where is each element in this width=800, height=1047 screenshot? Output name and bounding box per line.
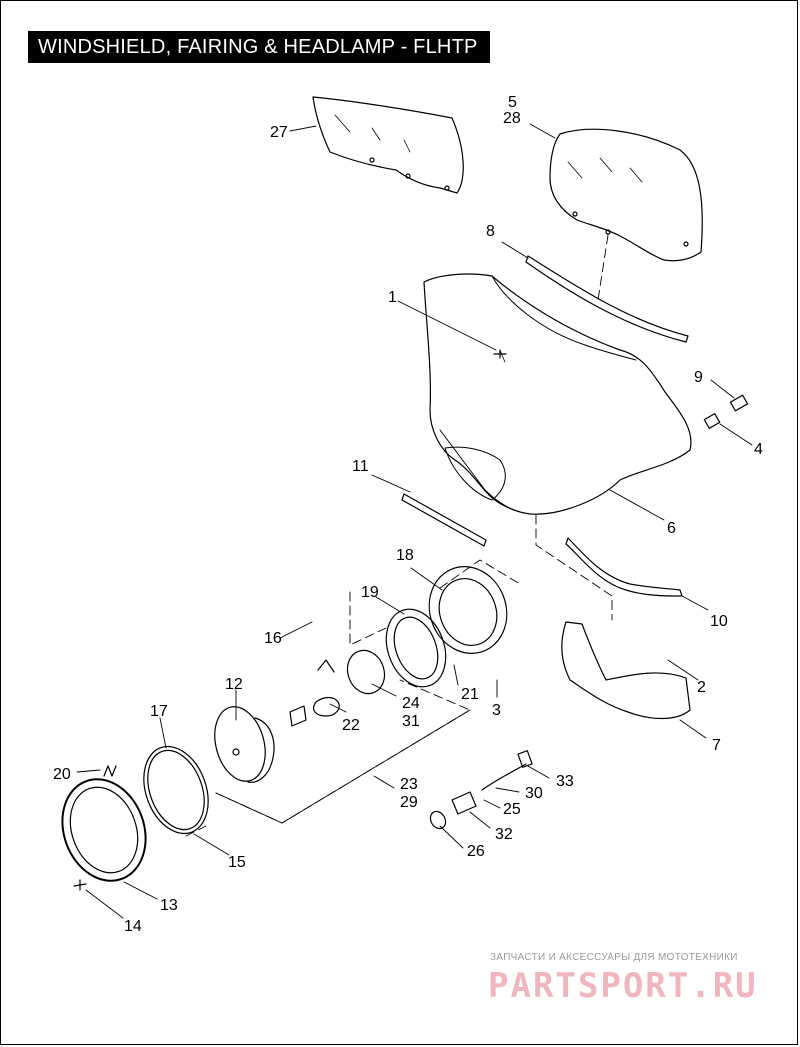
callout-11: 11: [352, 458, 369, 475]
sealed-beam: [214, 706, 275, 783]
bulb-housing: [346, 649, 386, 695]
nut-4: [703, 413, 721, 429]
mounting-ring: [385, 608, 447, 688]
callout-29: 29: [400, 794, 418, 811]
callout-6: 6: [667, 520, 676, 537]
callout-25: 25: [503, 801, 521, 818]
callout-3: 3: [492, 702, 501, 719]
fairing-cap: [561, 621, 691, 720]
callout-7: 7: [712, 737, 721, 754]
callout-16: 16: [264, 630, 282, 647]
fairing: [423, 273, 692, 515]
callout-24: 24: [402, 695, 420, 712]
bulb: [289, 659, 340, 727]
callout-14: 14: [124, 918, 142, 935]
callout-2: 2: [697, 679, 706, 696]
callout-10: 10: [710, 613, 728, 630]
leader-lines: [76, 123, 753, 919]
callout-31: 31: [402, 713, 420, 730]
grille-strip: [401, 493, 487, 547]
callout-13: 13: [160, 897, 178, 914]
callout-9: 9: [694, 369, 703, 386]
screw-14: [73, 879, 87, 891]
callout-22: 22: [342, 717, 360, 734]
callout-33: 33: [556, 773, 574, 790]
windshield-small: [312, 96, 464, 194]
callout-18: 18: [396, 547, 414, 564]
clip-20: [103, 765, 117, 777]
callout-19: 19: [361, 584, 379, 601]
callout-4: 4: [754, 441, 763, 458]
windshield-large: [549, 128, 703, 262]
assembly-bracket: [215, 709, 471, 824]
callout-12: 12: [225, 676, 243, 693]
callout-20: 20: [53, 766, 71, 783]
callout-28: 28: [503, 110, 521, 127]
watermark-logo: PARTSPORT.RU: [488, 966, 758, 1006]
callout-1: 1: [388, 289, 397, 306]
callout-27: 27: [270, 124, 288, 141]
fastener-9: [729, 394, 749, 412]
callout-17: 17: [150, 703, 168, 720]
callout-21: 21: [461, 686, 479, 703]
screw-1: [493, 349, 507, 359]
retaining-ring: [143, 745, 209, 835]
callout-23: 23: [400, 776, 418, 793]
bracket-10: [565, 537, 683, 597]
alignment-lines: [185, 234, 613, 837]
headlamp-bracket: [428, 566, 508, 654]
callout-30: 30: [525, 785, 543, 802]
callout-15: 15: [228, 854, 246, 871]
callout-8: 8: [486, 223, 495, 240]
trim-ring: [61, 778, 147, 882]
callout-32: 32: [495, 826, 513, 843]
watermark-caption: ЗАПЧАСТИ И АКСЕССУАРЫ ДЛЯ МОТОТЕХНИКИ: [490, 952, 738, 963]
socket-assembly: [429, 750, 533, 830]
trim-strip: [525, 255, 689, 343]
page-title: WINDSHIELD, FAIRING & HEADLAMP - FLHTP: [28, 31, 490, 63]
callout-5: 5: [508, 94, 517, 111]
callout-26: 26: [467, 843, 485, 860]
